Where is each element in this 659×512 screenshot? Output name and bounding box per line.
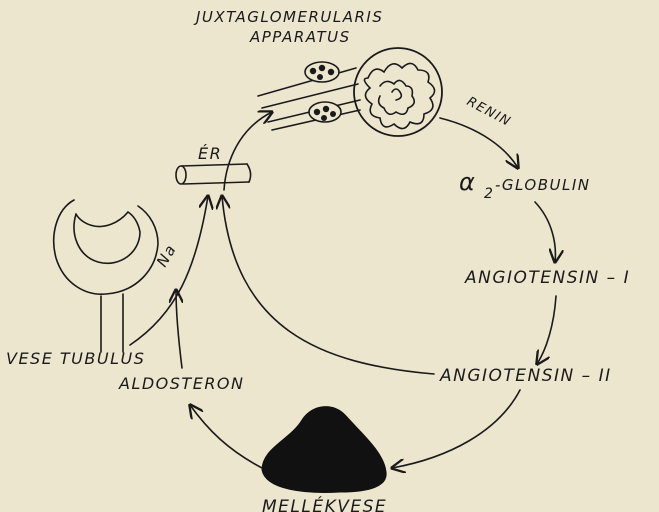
- vese-tubulus-label: VESE TUBULUS: [6, 349, 145, 368]
- juxtaglomerularis-label: JUXTAGLOMERULARIS: [193, 8, 383, 26]
- alpha-subscript: 2: [484, 186, 494, 202]
- alpha-symbol: α: [459, 168, 476, 196]
- renin-label: RENIN: [464, 94, 513, 130]
- blood-vessel-icon: [176, 164, 251, 184]
- arrow-na-to-er: [130, 196, 208, 345]
- arrow-ang2-to-mellekvese: [392, 390, 520, 468]
- arrow-aldosteron-up: [176, 290, 182, 368]
- apparatus-label: APPARATUS: [249, 28, 351, 46]
- na-label: Na: [153, 241, 180, 270]
- arrow-ang2-to-er: [222, 196, 434, 374]
- angiotensin-1-label: ANGIOTENSIN – I: [464, 268, 630, 288]
- arrow-ang1-to-ang2: [537, 296, 556, 364]
- er-label: ÉR: [198, 144, 222, 163]
- arrow-mellekvese-to-aldosteron: [190, 405, 262, 468]
- alpha2-globulin-label: α 2 -GLOBULIN: [459, 168, 591, 202]
- arrow-globulin-to-ang1: [535, 202, 555, 262]
- aldosteron-label: ALDOSTERON: [118, 374, 245, 393]
- mellekvese-label: MELLÉKVESE: [262, 495, 387, 512]
- angiotensin-2-label: ANGIOTENSIN – II: [439, 366, 612, 386]
- glomerulus-icon: [354, 48, 442, 136]
- kidney-tubulus-icon: [54, 200, 158, 352]
- arrow-er-to-apparatus: [224, 112, 272, 190]
- adrenal-gland-icon: [262, 407, 386, 493]
- globulin-text: -GLOBULIN: [495, 176, 591, 194]
